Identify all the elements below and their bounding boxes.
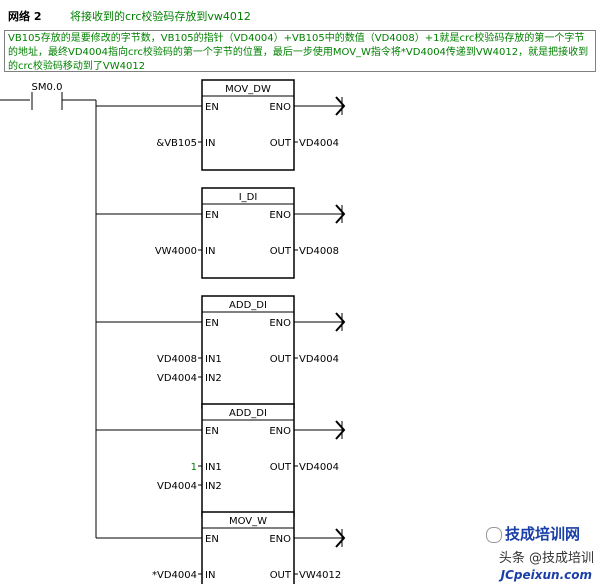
output-arrow-icon (335, 528, 346, 548)
input-pin-in: IN (205, 138, 215, 149)
en-pin: EN (205, 318, 219, 329)
eno-pin: ENO (269, 210, 291, 221)
input-pin-in: IN (205, 570, 215, 581)
output-operand: VD4004 (299, 462, 339, 473)
instruction-box (201, 511, 295, 584)
input-operand: VD4008 (157, 354, 197, 365)
input-operand: 1 (191, 462, 197, 473)
output-operand: VD4004 (299, 354, 339, 365)
output-arrow-icon (335, 312, 346, 332)
output-arrow-icon (335, 96, 346, 116)
instruction-name: MOV_W (229, 516, 267, 527)
output-pin: OUT (270, 138, 292, 149)
input-operand: VD4004 (157, 373, 197, 384)
instruction-box (201, 403, 295, 517)
eno-pin: ENO (269, 534, 291, 545)
input-operand: VW4000 (155, 246, 197, 257)
en-pin: EN (205, 426, 219, 437)
eno-pin: ENO (269, 102, 291, 113)
watermark-url: JCpeixun.com (500, 568, 592, 582)
network-header: 网络 2 将接收到的crc校验码存放到vw4012 (4, 8, 600, 24)
input-pin-in2: IN2 (205, 373, 222, 384)
output-pin: OUT (270, 354, 292, 365)
output-operand: VW4012 (299, 570, 341, 581)
output-pin: OUT (270, 462, 292, 473)
output-pin: OUT (270, 570, 292, 581)
instruction-box-mov-dw: MOV_DW EN ENO IN&VB105 OUT VD4004 (96, 79, 346, 171)
instruction-name: I_DI (239, 192, 258, 203)
instruction-box-mov-w: MOV_W EN ENO IN *VD4004 OUT VW4012 (96, 511, 346, 584)
output-arrow-icon (335, 204, 346, 224)
en-pin: EN (205, 102, 219, 113)
input-operand: &VB105 (156, 138, 197, 149)
watermark-logo-icon (485, 526, 502, 543)
instruction-name: ADD_DI (229, 300, 267, 311)
output-operand: VD4008 (299, 246, 339, 257)
en-pin: EN (205, 534, 219, 545)
eno-pin: ENO (269, 426, 291, 437)
input-pin-in1: IN1 (205, 354, 222, 365)
input-pin-in: IN (205, 246, 215, 257)
output-arrow-icon (335, 420, 346, 440)
instruction-box (201, 187, 295, 279)
output-operand: VD4004 (299, 138, 339, 149)
instruction-box-i-di: I_DI EN ENO IN VW4000 OUT VD4008 (96, 187, 346, 279)
input-pin-in1: IN1 (205, 462, 222, 473)
network-description: 将接收到的crc校验码存放到vw4012 (70, 10, 251, 23)
output-pin: OUT (270, 246, 292, 257)
en-pin: EN (205, 210, 219, 221)
instruction-name: ADD_DI (229, 408, 267, 419)
watermark-site-name: 技成培训网 (485, 523, 580, 544)
contact-label: SM0.0 (32, 82, 63, 93)
input-operand: VD4004 (157, 481, 197, 492)
eno-pin: ENO (269, 318, 291, 329)
watermark-toutiao: 头条 @技成培训 (498, 551, 594, 566)
input-operand: *VD4004 (152, 570, 197, 581)
input-pin-in2: IN2 (205, 481, 222, 492)
instruction-box (201, 79, 295, 171)
network-comment[interactable]: VB105存放的是要修改的字节数，VB105的指针（VD4004）+VB105中… (4, 30, 596, 72)
instruction-name: MOV_DW (225, 84, 271, 95)
network-title: 网络 2 (8, 10, 42, 23)
instruction-box (201, 295, 295, 409)
